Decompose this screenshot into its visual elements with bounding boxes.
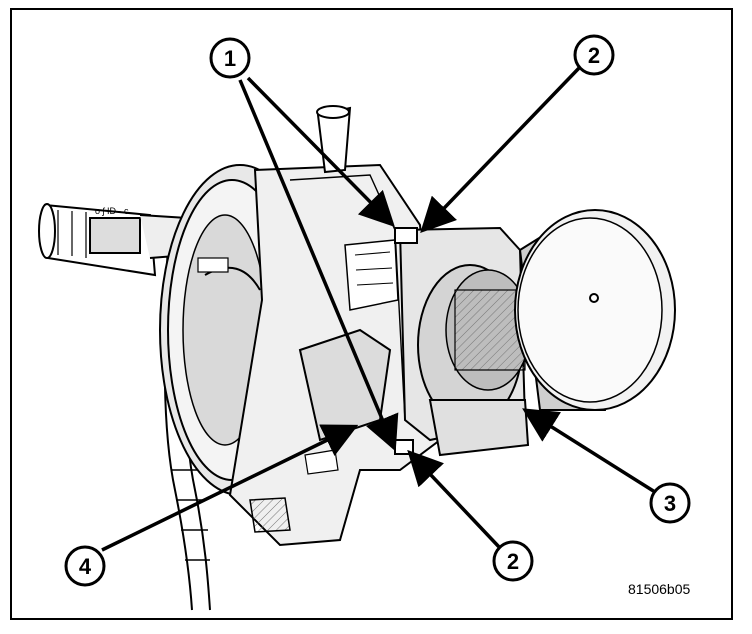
callout-2-upper-label: 2 (588, 43, 600, 68)
callout-3-label: 3 (664, 491, 676, 516)
leader-2-upper (420, 65, 582, 234)
leader-3 (522, 408, 656, 494)
callout-2-lower-label: 2 (507, 549, 519, 574)
callout-2-lower: 2 (492, 540, 534, 582)
callout-4-label: 4 (79, 554, 92, 579)
retaining-tab-upper (394, 227, 418, 244)
callout-3: 3 (649, 482, 691, 524)
callout-4: 4 (64, 545, 106, 587)
retaining-tab-lower (394, 439, 414, 455)
figure-id: 81506b05 (628, 581, 691, 597)
callout-2-upper: 2 (573, 34, 615, 76)
svg-text:o ʃ ID · c: o ʃ ID · c (95, 206, 129, 216)
leader-1a (246, 76, 395, 227)
ignition-switch-assembly (398, 209, 676, 457)
leader-2-lower (407, 449, 502, 550)
callout-1: 1 (209, 37, 251, 79)
leader-1b (238, 79, 399, 452)
leader-4 (101, 424, 359, 552)
callout-1-label: 1 (224, 46, 236, 71)
leader-lines (101, 65, 656, 552)
upper-tab (316, 105, 352, 174)
